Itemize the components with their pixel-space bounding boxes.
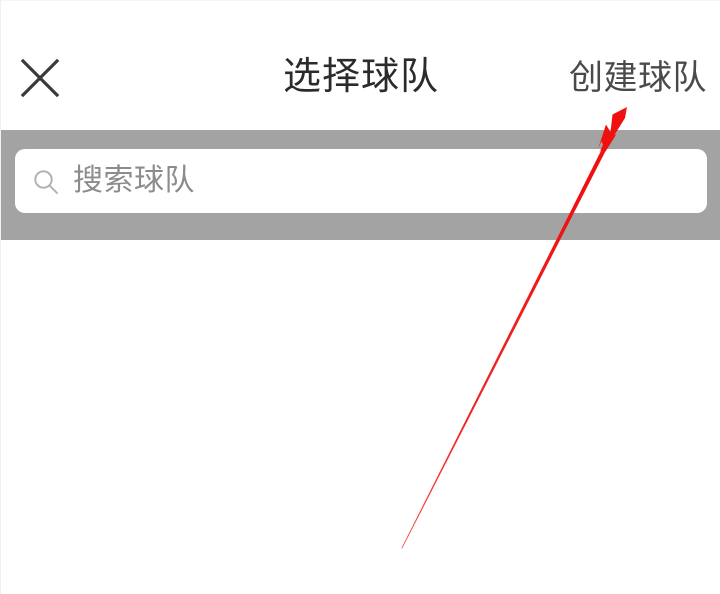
search-icon (33, 169, 59, 195)
page-title: 选择球队 (282, 56, 439, 98)
close-icon[interactable] (19, 57, 61, 99)
team-list-area (1, 240, 720, 594)
search-input[interactable]: 搜索球队 (15, 149, 707, 213)
create-team-button[interactable]: 创建球队 (569, 59, 707, 97)
header-bar: 选择球队 创建球队 (1, 1, 720, 130)
search-placeholder: 搜索球队 (73, 164, 195, 197)
search-band: 搜索球队 (1, 130, 720, 240)
